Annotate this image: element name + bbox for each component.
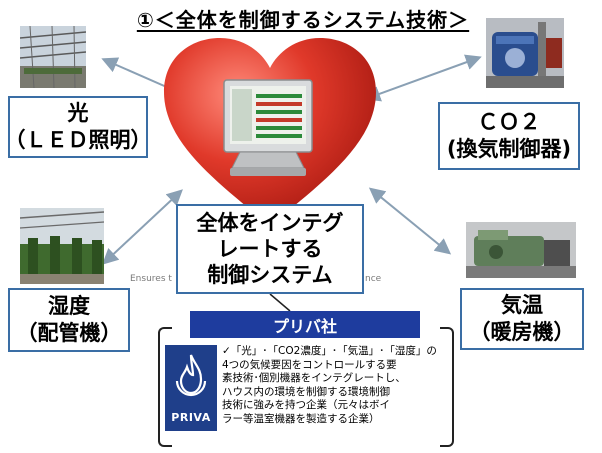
photo-led-greenhouse	[20, 26, 86, 88]
flame-in-circle-icon	[175, 354, 207, 397]
label-light-line1: 光	[67, 100, 89, 125]
desc-line: ✓「光」･「CO2濃度」･「気温」･「湿度」の	[222, 345, 437, 357]
page-title: ①＜全体を制御するシステム技術＞	[136, 8, 470, 32]
caption-left: Ensures t	[130, 274, 172, 284]
company-description: ✓「光」･「CO2濃度」･「気温」･「湿度」の 4つの気候要因をコントロールする…	[222, 345, 442, 427]
label-humidity-line2: （配管機）	[16, 321, 122, 345]
center-line3: 制御システム	[207, 263, 333, 288]
connector-center-company	[269, 293, 291, 312]
priva-logo: PRIVA	[165, 345, 217, 431]
label-temperature-line2: （暖房機）	[469, 320, 575, 344]
center-line1: 全体をインテグ	[196, 210, 344, 235]
arrow-co2	[364, 54, 482, 102]
monitor-icon	[223, 79, 313, 176]
label-temperature: 気温 （暖房機）	[460, 288, 584, 350]
desc-line: ハウス内の環境を制御する環境制御	[222, 385, 390, 398]
center-line2: レートする	[217, 236, 323, 261]
caption-right: nce	[365, 274, 382, 284]
arrow-temperature	[368, 187, 452, 255]
label-co2: ＣＯ２ (換気制御器)	[438, 102, 580, 170]
label-light: 光 （ＬＥＤ照明）	[5, 96, 152, 158]
label-co2-line1: ＣＯ２	[477, 109, 541, 134]
priva-logo-text: PRIVA	[171, 411, 211, 424]
desc-line: 素技術･個別機器をインテグレートし、	[222, 372, 406, 385]
company-name-bar: プリバ社	[190, 311, 420, 338]
bracket-right	[440, 327, 454, 447]
photo-humidity-greenhouse	[20, 208, 104, 284]
label-humidity: 湿度 （配管機）	[8, 288, 130, 352]
bracket-left	[158, 327, 172, 447]
photo-co2-equipment	[486, 18, 564, 88]
label-light-line2: （ＬＥＤ照明）	[4, 128, 152, 152]
label-co2-line2: (換気制御器)	[446, 137, 572, 161]
label-temperature-line1: 気温	[501, 292, 543, 317]
center-integration-box: 全体をインテグ レートする 制御システム	[176, 204, 364, 294]
desc-line: ラー等温室機器を製造する企業）	[222, 412, 380, 425]
heart-monitor-illustration	[164, 38, 376, 226]
desc-line: 技術に強みを持つ企業（元々はボイ	[222, 399, 390, 412]
label-humidity-line1: 湿度	[48, 293, 90, 318]
photo-heating-machine	[466, 222, 576, 278]
desc-line: 4つの気候要因をコントロールする要	[222, 358, 397, 371]
